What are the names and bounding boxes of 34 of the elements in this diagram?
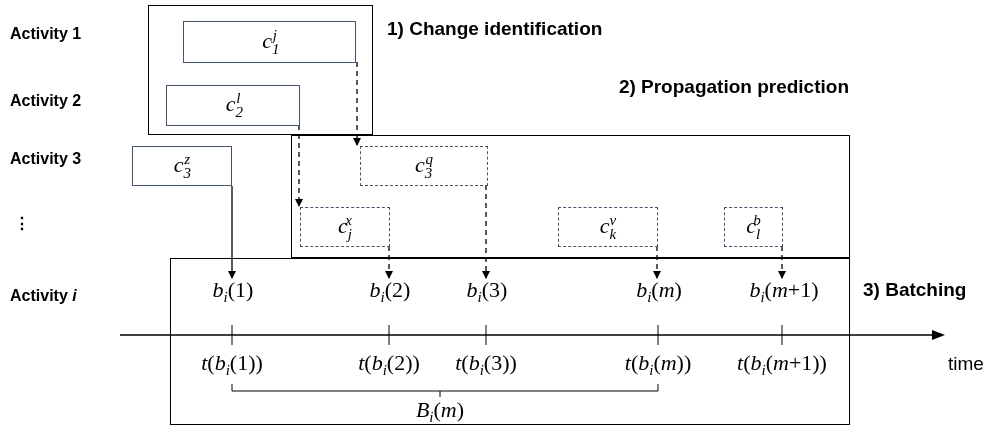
time-label: t(b$_{i}$(3)) xyxy=(455,352,517,379)
stage-heading: 3) Batching xyxy=(863,279,967,301)
axis-label: time xyxy=(948,353,984,375)
arrow xyxy=(295,124,303,207)
change-box xyxy=(183,21,356,63)
stage-heading: 1) Change identification xyxy=(387,18,603,40)
predicted-change-box xyxy=(558,207,658,247)
batch-label: b$_{i}$(1) xyxy=(212,278,254,306)
arrow xyxy=(228,185,236,279)
arrow xyxy=(653,245,661,279)
batch-label: b$_{i}$(m) xyxy=(636,278,682,306)
arrow xyxy=(385,245,393,279)
batch-label: b$_{i}$(2) xyxy=(369,278,411,306)
change-box xyxy=(166,85,300,126)
stage-heading: 2) Propagation prediction xyxy=(618,76,849,98)
arrow xyxy=(353,61,361,146)
activity-label: Activity 1 xyxy=(10,25,82,43)
time-label: t(b$_{i}$(2)) xyxy=(358,352,420,379)
batch-label: b$_{i}$(3) xyxy=(466,278,508,306)
time-label: t(b$_{i}$(1)) xyxy=(201,352,263,379)
activity-label: Activity 2 xyxy=(10,92,82,110)
activity-label: Activity i xyxy=(10,287,77,305)
change-box xyxy=(132,146,232,186)
batch-interval-label: B$_{i}$(m) xyxy=(415,399,465,426)
time-label: t(b$_{i}$(m)) xyxy=(624,352,692,379)
predicted-change-box xyxy=(360,146,488,186)
batch-label: b$_{i}$(m+1) xyxy=(749,278,819,306)
predicted-change-box xyxy=(300,207,390,247)
time-label: t(b$_{i}$(m+1)) xyxy=(737,352,827,379)
activity-label: Activity 3 xyxy=(10,150,82,168)
arrow xyxy=(778,245,786,279)
arrow xyxy=(482,184,490,279)
ellipsis: ⋮ xyxy=(14,214,30,233)
predicted-change-box xyxy=(724,207,783,247)
